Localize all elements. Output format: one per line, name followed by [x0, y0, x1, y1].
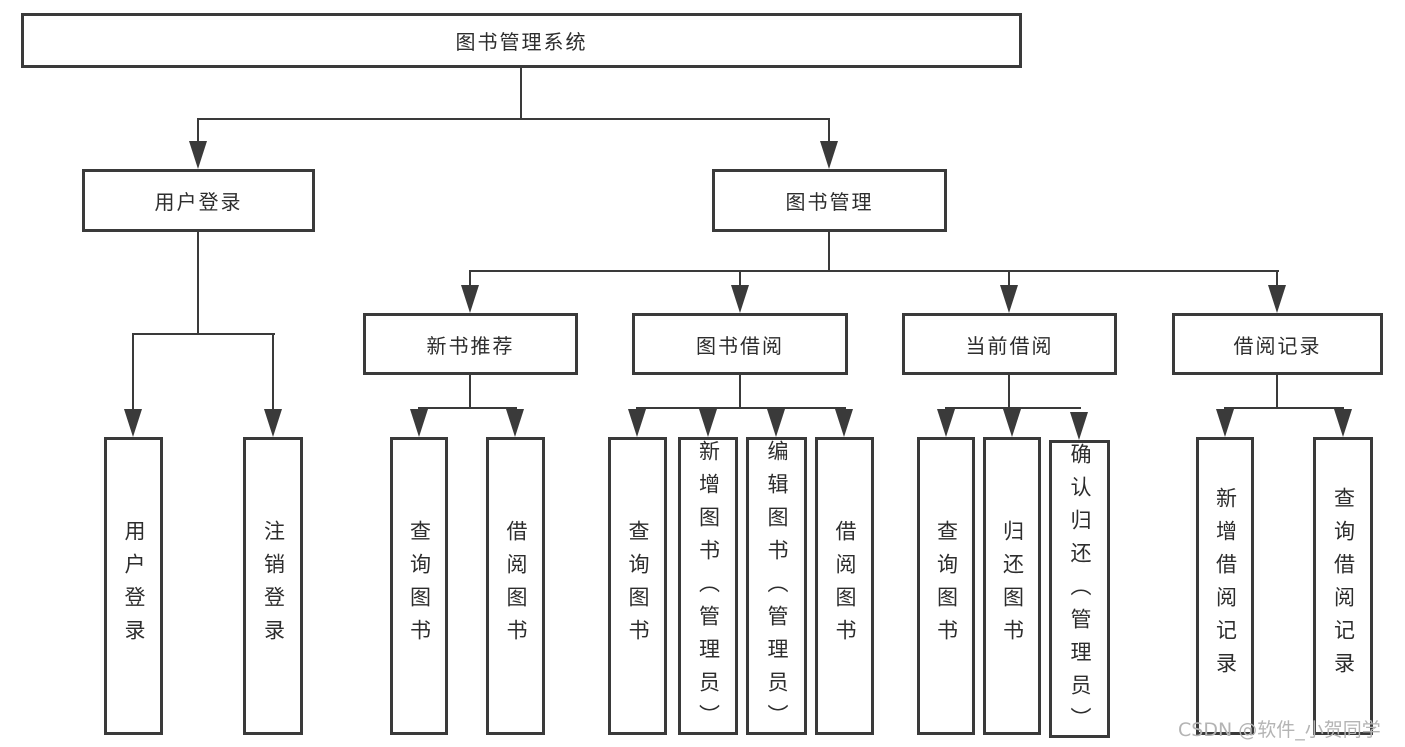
arrowhead [264, 409, 282, 437]
connector-line [828, 118, 830, 141]
node-book-management: 图书管理 [712, 169, 947, 232]
watermark: CSDN @软件_小贺同学 [1178, 719, 1381, 741]
node-user-login: 用户登录 [82, 169, 315, 232]
connector-line [739, 270, 741, 285]
connector-line [1224, 407, 1344, 409]
arrowhead [937, 409, 955, 437]
arrowhead [820, 141, 838, 169]
arrowhead [124, 409, 142, 437]
leaf-add-book-admin: 新增图书（管理员） [678, 437, 738, 737]
node-library-system: 图书管理系统 [21, 13, 1022, 68]
arrowhead [1334, 409, 1352, 437]
connector-line [945, 407, 1081, 409]
leaf-edit-book-admin: 编辑图书（管理员） [746, 437, 807, 737]
leaf-borrow-books-borrowing: 借阅图书 [815, 437, 874, 735]
arrowhead [835, 409, 853, 437]
connector-line [739, 375, 741, 409]
connector-line [469, 270, 1279, 272]
connector-line [132, 333, 275, 335]
node-book-borrowing: 图书借阅 [632, 313, 848, 375]
connector-line [828, 232, 830, 272]
arrowhead [699, 409, 717, 437]
leaf-edit-book-admin-label: 编辑图书（管理员） [765, 440, 789, 737]
node-library-system-label: 图书管理系统 [455, 30, 588, 54]
arrowhead [1070, 412, 1088, 440]
arrowhead [506, 409, 524, 437]
node-user-login-label: 用户登录 [154, 190, 243, 214]
leaf-search-books-recommend-label: 查询图书 [407, 520, 432, 652]
leaf-add-borrow-record-label: 新增借阅记录 [1213, 487, 1238, 685]
arrowhead [628, 409, 646, 437]
arrowhead [1000, 285, 1018, 313]
leaf-search-books-recommend: 查询图书 [390, 437, 448, 735]
leaf-logout: 注销登录 [243, 437, 303, 735]
connector-line [272, 333, 274, 409]
connector-line [197, 232, 199, 335]
connector-line [197, 118, 199, 141]
node-new-book-recommendation: 新书推荐 [363, 313, 578, 375]
connector-line [1276, 375, 1278, 409]
arrowhead [1003, 409, 1021, 437]
arrowhead [1216, 409, 1234, 437]
leaf-borrow-books-recommend: 借阅图书 [486, 437, 545, 735]
leaf-return-books: 归还图书 [983, 437, 1041, 735]
connector-line [132, 333, 134, 409]
leaf-search-books-borrowing-label: 查询图书 [626, 520, 650, 652]
node-new-book-recommendation-label: 新书推荐 [426, 333, 515, 358]
leaf-search-books-borrowing: 查询图书 [608, 437, 667, 735]
arrowhead [410, 409, 428, 437]
node-current-borrowing-label: 当前借阅 [965, 333, 1054, 358]
node-borrowing-records-label: 借阅记录 [1233, 333, 1322, 358]
connector-line [418, 407, 517, 409]
connector-line [1008, 375, 1010, 409]
leaf-borrow-books-borrowing-label: 借阅图书 [833, 520, 857, 652]
leaf-confirm-return-admin: 确认归还（管理员） [1049, 440, 1110, 740]
arrowhead [461, 285, 479, 313]
leaf-search-books-current: 查询图书 [917, 437, 975, 735]
leaf-search-books-current-label: 查询图书 [934, 520, 959, 652]
node-book-management-label: 图书管理 [785, 190, 874, 214]
connector-line [197, 118, 830, 120]
leaf-user-login-label: 用户登录 [122, 520, 146, 652]
leaf-add-borrow-record: 新增借阅记录 [1196, 437, 1254, 735]
leaf-user-login: 用户登录 [104, 437, 163, 735]
leaf-search-borrow-record: 查询借阅记录 [1313, 437, 1373, 735]
node-current-borrowing: 当前借阅 [902, 313, 1117, 375]
connector-line [520, 68, 522, 119]
connector-line [469, 270, 471, 285]
arrowhead [767, 409, 785, 437]
arrowhead [189, 141, 207, 169]
leaf-logout-label: 注销登录 [261, 520, 286, 652]
leaf-add-book-admin-label: 新增图书（管理员） [696, 440, 721, 737]
leaf-confirm-return-admin-label: 确认归还（管理员） [1068, 443, 1092, 740]
arrowhead [1268, 285, 1286, 313]
connector-line [1276, 270, 1278, 285]
arrowhead [731, 285, 749, 313]
leaf-borrow-books-recommend-label: 借阅图书 [504, 520, 528, 652]
node-book-borrowing-label: 图书借阅 [696, 333, 784, 358]
leaf-search-borrow-record-label: 查询借阅记录 [1331, 487, 1356, 685]
connector-line [469, 375, 471, 409]
connector-line [1008, 270, 1010, 285]
node-borrowing-records: 借阅记录 [1172, 313, 1383, 375]
connector-line [636, 407, 846, 409]
leaf-return-books-label: 归还图书 [1000, 520, 1025, 652]
